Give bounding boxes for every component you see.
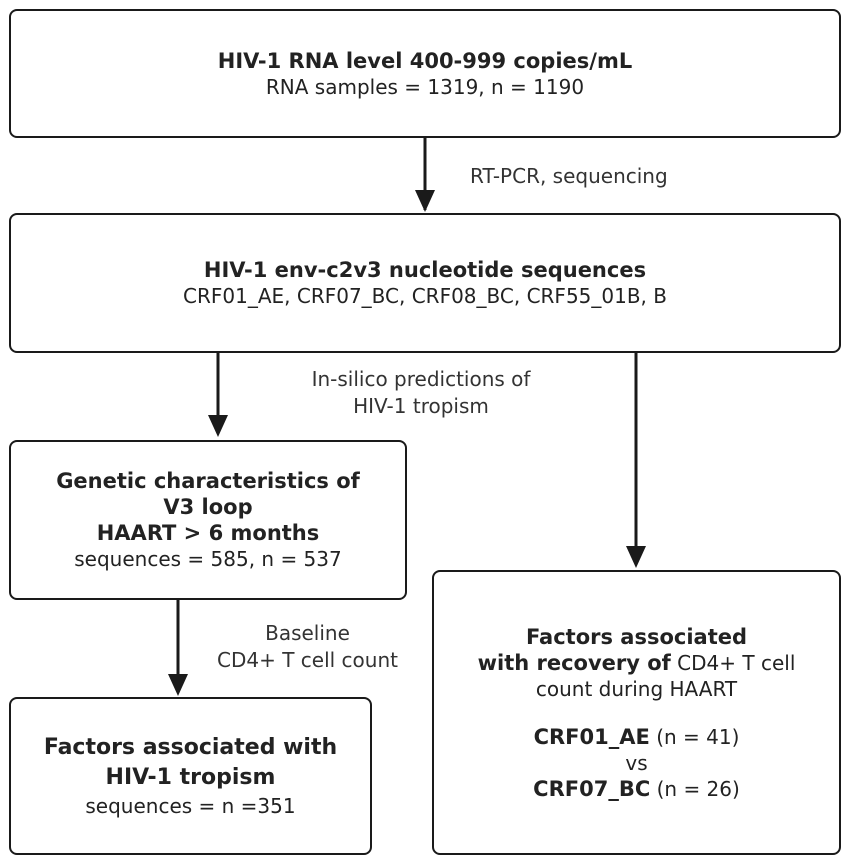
baseline-line2: CD4+ T cell count xyxy=(217,648,398,672)
recovery-crf1: CRF01_AE (n = 41) xyxy=(534,724,740,750)
tropism-line2: HIV-1 tropism xyxy=(105,765,276,790)
rna-detail: RNA samples = 1319, n = 1190 xyxy=(265,74,585,99)
node-recovery-factors: Factors associated with recovery of CD4+… xyxy=(432,570,841,855)
sequences-title: HIV-1 env-c2v3 nucleotide sequences xyxy=(203,258,647,282)
recovery-line1: Factors associated xyxy=(525,624,748,649)
genetic-line3: HAART > 6 months xyxy=(96,521,320,545)
recovery-line3: count during HAART xyxy=(535,676,738,701)
rtpcr-text: RT-PCR, sequencing xyxy=(470,164,668,188)
recovery-crf2: CRF07_BC (n = 26) xyxy=(533,776,740,802)
crf1-name: CRF01_AE xyxy=(533,724,650,749)
recovery-line2-bold: with recovery of xyxy=(477,650,671,675)
arrow-sequences-to-recovery xyxy=(626,353,646,568)
node-env-sequences: HIV-1 env-c2v3 nucleotide sequences CRF0… xyxy=(9,213,841,353)
tropism-detail: sequences = n =351 xyxy=(85,794,296,818)
crf2-count: (n = 26) xyxy=(650,776,740,801)
genetic-line1: Genetic characteristics of xyxy=(56,469,360,493)
edge-label-baseline: Baseline CD4+ T cell count xyxy=(195,620,420,674)
sequences-detail: CRF01_AE, CRF07_BC, CRF08_BC, CRF55_01B,… xyxy=(183,284,667,308)
crf1-count: (n = 41) xyxy=(649,724,740,749)
arrow-genetic-to-tropism xyxy=(168,600,188,696)
recovery-vs: vs xyxy=(625,750,648,775)
arrow-sequences-to-genetic xyxy=(208,353,228,437)
node-tropism-factors: Factors associated with HIV-1 tropism se… xyxy=(9,697,372,855)
baseline-line1: Baseline xyxy=(265,621,350,645)
rna-title: HIV-1 RNA level 400-999 copies/mL xyxy=(217,48,633,73)
node-genetic-characteristics: Genetic characteristics of V3 loop HAART… xyxy=(9,440,407,600)
edge-label-rtpcr: RT-PCR, sequencing xyxy=(470,163,668,190)
crf2-name: CRF07_BC xyxy=(533,776,651,801)
node-rna-level: HIV-1 RNA level 400-999 copies/mL RNA sa… xyxy=(9,9,841,138)
edge-label-insilico: In-silico predictions of HIV-1 tropism xyxy=(280,366,562,420)
insilico-line2: HIV-1 tropism xyxy=(353,394,489,418)
arrow-rna-to-sequences xyxy=(415,138,435,212)
genetic-detail: sequences = 585, n = 537 xyxy=(74,547,342,571)
genetic-line2: V3 loop xyxy=(163,495,253,519)
tropism-line1: Factors associated with xyxy=(43,735,338,760)
recovery-line2-rest: CD4+ T cell xyxy=(670,650,796,675)
recovery-line2: with recovery of CD4+ T cell xyxy=(478,650,796,676)
insilico-line1: In-silico predictions of xyxy=(311,367,531,391)
